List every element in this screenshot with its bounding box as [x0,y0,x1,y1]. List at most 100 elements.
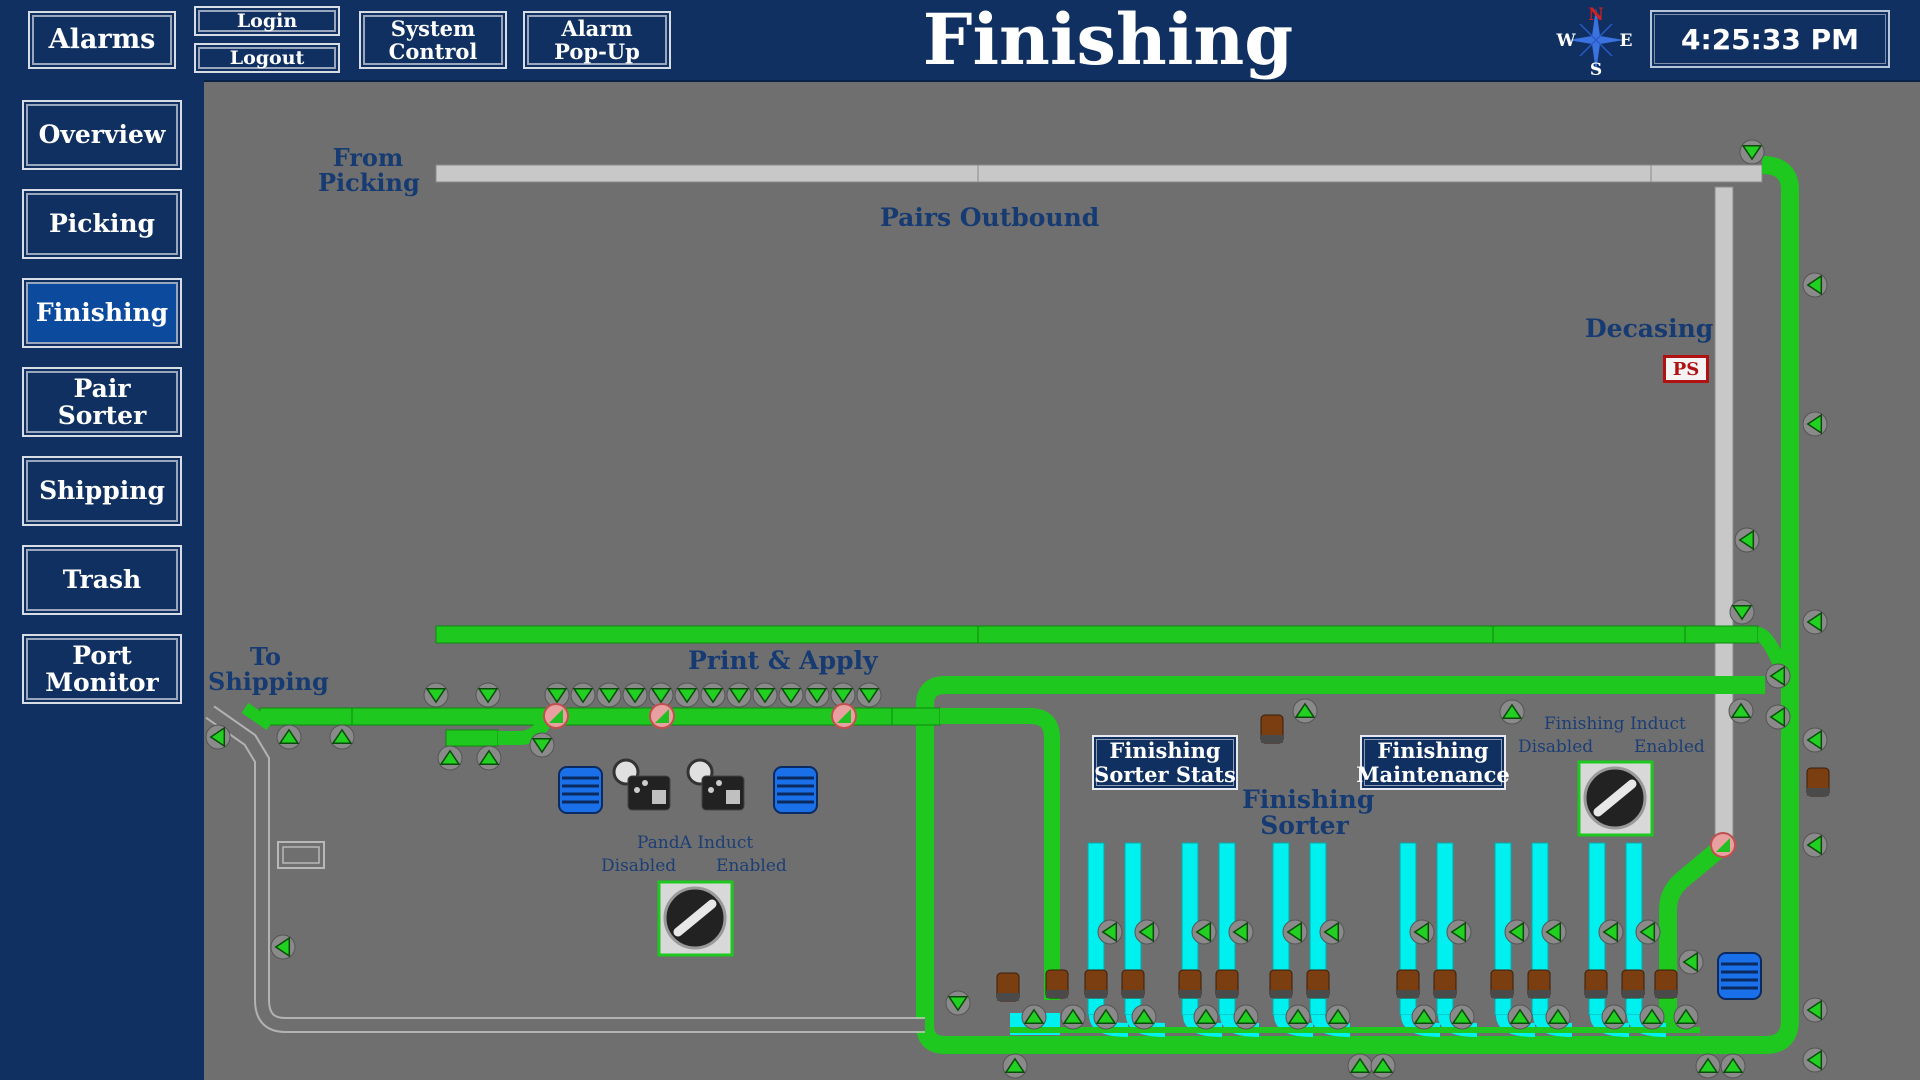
flow-arrow-icon [1769,706,1786,728]
compass-w: W [1555,31,1576,51]
flow-arrow-icon [1509,1008,1531,1025]
flow-arrow-icon [1806,274,1823,296]
flow-arrow-icon [274,936,291,958]
tote-base [1270,990,1292,998]
compass-e: E [1620,31,1633,51]
flow-arrow-icon [1133,1008,1155,1025]
flow-arrow-icon [1806,999,1823,1021]
sidebar-item-port-monitor[interactable]: Port Monitor [20,632,184,706]
flow-arrow-icon [531,737,553,754]
logout-button[interactable]: Logout [192,41,342,75]
tote-base [997,993,1019,1001]
tote-base [1434,990,1456,998]
flow-arrow-icon [1682,951,1699,973]
tote-base [1585,990,1607,998]
flow-arrow-icon [1323,921,1340,943]
sidebar-item-shipping[interactable]: Shipping [20,454,184,528]
tote-base [1179,990,1201,998]
pairs-outbound-conveyor[interactable] [435,164,1763,183]
sidebar-item-picking[interactable]: Picking [20,187,184,261]
decasing-conveyor[interactable] [1714,186,1734,848]
alarm-popup-button[interactable]: Alarm Pop-Up [521,9,673,71]
flow-arrow-icon [1508,921,1525,943]
printer-icon [612,758,671,811]
tote-base [1397,990,1419,998]
totes [996,714,1830,1002]
panda-induct-selector-switch[interactable] [657,880,734,957]
flow-arrow-icon [676,687,698,704]
system-control-button[interactable]: System Control [357,9,509,71]
upper-green-conveyor[interactable] [435,625,1759,644]
flow-arrow-icon [1731,604,1753,621]
tote-base [1491,990,1513,998]
flow-arrow-icon [1806,611,1823,633]
flow-arrow-icon [1603,1008,1625,1025]
sidebar-item-finishing[interactable]: Finishing [20,276,184,350]
sidebar-item-overview[interactable]: Overview [20,98,184,172]
flow-arrow-icon [1195,921,1212,943]
flow-arrow-icon [546,687,568,704]
finishing-sorter-label: Finishing Sorter [1242,785,1375,841]
flow-arrow-icon [1741,144,1763,161]
flow-arrow-icon [1806,834,1823,856]
flow-arrow-icon [1235,1008,1257,1025]
flow-arrow-icon [1004,1057,1026,1074]
sidebar-item-pair-sorter[interactable]: Pair Sorter [20,365,184,439]
sorter-loop-conveyor[interactable] [916,156,1799,1054]
flow-arrow-icon [1138,921,1155,943]
flow-arrow-icon [1101,921,1118,943]
tote-base [1122,990,1144,998]
flow-arrow-icon [754,687,776,704]
flow-arrow-icon [1413,921,1430,943]
flow-arrow-icon [1372,1057,1394,1074]
flow-arrow-icon [1287,1008,1309,1025]
flow-arrow-icon [1639,921,1656,943]
diverter-flag [837,709,851,723]
flow-arrow-icon [1062,1008,1084,1025]
flow-arrow-icon [1806,413,1823,435]
finishing-induct-selector-switch[interactable] [1577,760,1654,837]
flow-arrow-icon [1769,665,1786,687]
flow-arrow-icon [624,687,646,704]
flow-arrow-icon [478,749,500,766]
tote-base [1085,990,1107,998]
printer-icon [686,758,745,811]
flow-arrow-icon [1413,1008,1435,1025]
page-title: Finishing [922,0,1294,81]
compass-n: N [1588,5,1604,25]
flow-arrow-icon [1294,702,1316,719]
flow-arrow-icon [1450,921,1467,943]
decasing-label: Decasing [1585,314,1714,343]
finishing-maintenance-button[interactable]: Finishing Maintenance [1356,735,1510,790]
flow-arrow-icon [331,728,353,745]
login-button[interactable]: Login [192,4,342,38]
sidebar-item-trash[interactable]: Trash [20,543,184,617]
flow-arrow-icon [1545,921,1562,943]
flow-arrow-icon [1738,529,1755,551]
tote-base [1046,990,1068,998]
flow-arrow-icon [1806,1049,1823,1071]
alarms-button[interactable]: Alarms [26,9,178,71]
clock-display: 4:25:33 PM [1650,10,1890,68]
pairs-outbound-label: Pairs Outbound [880,203,1100,232]
flow-arrow-icon [1722,1057,1744,1074]
tote-base [1261,735,1283,743]
flow-arrow-icon [209,726,226,748]
finishing-disabled-label: Disabled [1518,737,1594,757]
flow-arrow-icon [832,687,854,704]
flow-arrow-icon [1327,1008,1349,1025]
flow-arrow-icon [425,687,447,704]
flow-arrow-icon [728,687,750,704]
flow-arrow-icon [780,687,802,704]
stack-icon [1717,952,1762,1000]
compass-s: S [1590,60,1602,80]
tote-base [1807,788,1829,796]
from-picking-label: From Picking [318,143,420,198]
ps-badge[interactable]: PS [1663,355,1709,383]
flow-arrow-icon [1806,729,1823,751]
flow-arrow-icon [1641,1008,1663,1025]
finishing-induct-label: Finishing Induct [1544,714,1686,734]
finishing-sorter-stats-button[interactable]: Finishing Sorter Stats [1092,735,1238,790]
flow-arrows [205,139,1828,1079]
